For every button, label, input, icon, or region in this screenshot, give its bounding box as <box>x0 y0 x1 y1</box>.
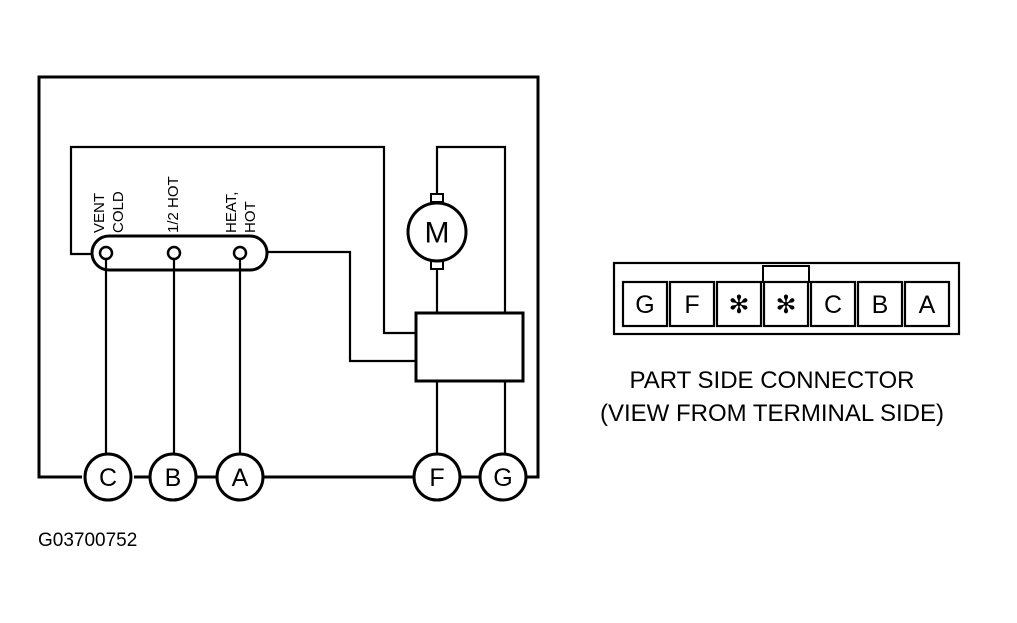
motor-top-tab <box>430 193 444 203</box>
terminal-g: G <box>478 452 528 502</box>
connector-cell <box>668 280 716 328</box>
terminal-b-label: B <box>165 464 182 492</box>
connector-cell <box>621 280 669 328</box>
figure-id: G03700752 <box>38 530 137 551</box>
switch-label-half-hot: 1/2 HOT <box>165 176 182 233</box>
switch-label-hot: HOT <box>242 201 259 233</box>
switch-label-heat: HEAT, <box>223 192 240 233</box>
connector-pin-unused-1: ✻ <box>729 291 750 319</box>
switch-label-cold: COLD <box>110 191 127 233</box>
motor-loop-wire <box>435 145 507 313</box>
connector-cell <box>856 280 904 328</box>
terminal-a-label: A <box>232 464 249 492</box>
heat-wire <box>266 250 416 363</box>
motor-label: M <box>425 217 450 250</box>
motor: M <box>406 193 468 270</box>
connector-pin-g: G <box>635 291 654 319</box>
outer-frame <box>37 75 540 479</box>
switch-label-vent: VENT <box>91 193 108 233</box>
connector-pin-b: B <box>872 291 889 319</box>
connector-caption-line1: PART SIDE CONNECTOR <box>630 367 915 394</box>
connector-lock-tab <box>762 265 810 283</box>
terminal-c: C <box>83 452 133 502</box>
terminal-a: A <box>215 452 265 502</box>
part-side-connector: G F ✻ ✻ C B A PART SIDE CONNECTOR (VIEW … <box>600 261 961 427</box>
terminal-f-label: F <box>429 464 444 492</box>
control-module <box>414 311 525 383</box>
terminal-f: F <box>412 452 462 502</box>
switch-contact-heat <box>232 245 248 261</box>
connector-caption-line2: (VIEW FROM TERMINAL SIDE) <box>600 400 944 427</box>
connector-pin-unused-2: ✻ <box>776 291 797 319</box>
vent-return-wire <box>69 145 416 335</box>
terminal-c-label: C <box>99 464 117 492</box>
connector-pin-a: A <box>919 291 936 319</box>
switch-contact-half-hot <box>166 245 182 261</box>
terminal-g-label: G <box>493 464 512 492</box>
connector-pin-c: C <box>824 291 842 319</box>
connector-cell <box>715 280 763 328</box>
motor-circle <box>406 201 468 263</box>
connector-cell <box>809 280 857 328</box>
connector-pin-f: F <box>684 291 699 319</box>
connector-cell <box>903 280 951 328</box>
selector-switch <box>90 234 269 272</box>
schematic: M VENT COLD 1/2 HOT HEAT, HOT C <box>37 75 540 502</box>
switch-contact-vent <box>98 245 114 261</box>
terminal-b: B <box>148 452 198 502</box>
connector-cell <box>762 280 810 328</box>
